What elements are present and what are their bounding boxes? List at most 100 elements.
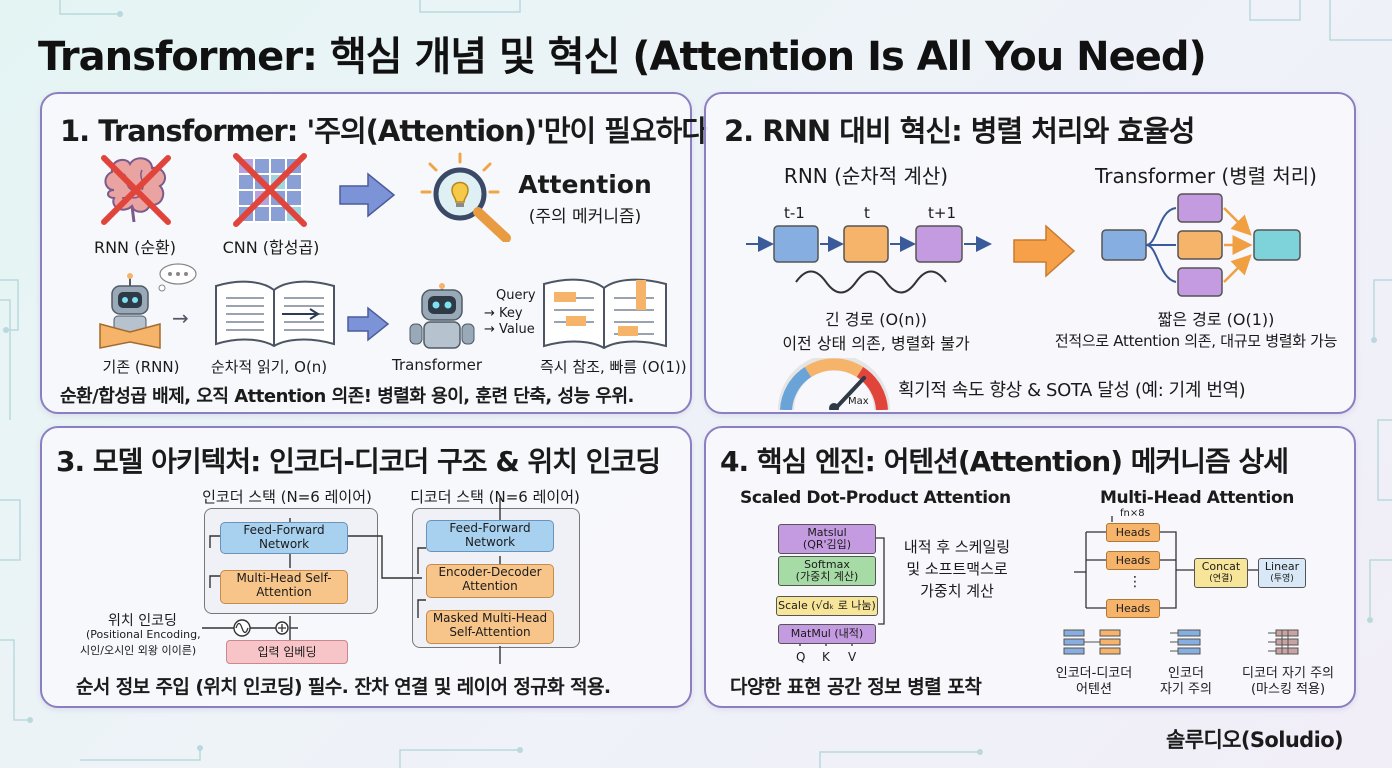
input-embedding: 입력 임베딩: [226, 640, 348, 664]
tf-caption-parallel: 전적으로 Attention 의존, 대규모 병렬화 가능: [1054, 332, 1338, 350]
panel3-summary: 순서 정보 주입 (위치 인코딩) 필수. 잔차 연결 및 레이어 정규화 적용…: [76, 676, 611, 698]
cnn-grid-icon: [233, 153, 307, 227]
parallel-diagram: [1101, 193, 1301, 297]
sequential-read-label: 순차적 읽기, O(n): [210, 358, 328, 376]
type-label-1a: 인코더-디코더: [1055, 666, 1133, 681]
panel-architecture: 3. 모델 아키텍처: 인코더-디코더 구조 & 위치 인코딩 인코더 스택 (…: [40, 426, 692, 708]
key-label: → Key: [484, 306, 523, 321]
encoder-stack-label: 인코더 스택 (N=6 레이어): [202, 488, 372, 506]
linear-label: Linear: [1264, 560, 1300, 573]
footer-brand: 솔루디오(Soludio): [1166, 728, 1344, 752]
sdp-note-1: 내적 후 스케일링: [903, 538, 1011, 556]
attention-book-icon: [543, 278, 667, 350]
sdp-block-sub: (QR'김입): [802, 538, 852, 551]
sdp-softmax: Softmax (가중치 계산): [778, 556, 876, 586]
instant-reference-label: 즉시 참조, 빠름 (O(1)): [540, 358, 687, 376]
time-label-curr: t: [864, 204, 870, 222]
concat-sub: (연결): [1209, 574, 1233, 584]
encoder-multi-head-attention: Multi-Head Self-Attention: [220, 570, 348, 604]
architecture-connectors: [202, 498, 501, 664]
sdp-input-v: V: [848, 650, 857, 664]
rnn-caption-path: 긴 경로 (O(n)): [824, 310, 928, 329]
robot-transformer-icon: [409, 283, 475, 349]
panel2-title: 2. RNN 대비 혁신: 병렬 처리와 효율성: [724, 114, 1195, 148]
sdp-input-q: Q: [796, 650, 806, 664]
rnn-label: RNN (순환): [93, 238, 177, 257]
sdp-input-k: K: [822, 650, 830, 664]
concat-label: Concat: [1201, 560, 1241, 573]
attention-title: Attention: [518, 170, 652, 199]
linear-block: Linear (투영): [1258, 558, 1306, 588]
sdp-block-sub: (가중치 계산): [795, 570, 859, 583]
gauge-max-label: Max: [848, 396, 869, 407]
type-label-3b: (마스킹 적용): [1250, 682, 1326, 697]
rnn-caption-dependency: 이전 상태 의존, 병렬화 불가: [782, 334, 970, 353]
open-book-icon: [215, 280, 335, 348]
tf-caption-path: 짧은 경로 (O(1)): [1157, 310, 1275, 329]
magnifier-bulb-icon: [420, 152, 511, 242]
positional-encoding-title: 위치 인코딩: [108, 613, 177, 629]
sdp-note-2: 및 소프트맥스로: [906, 560, 1008, 578]
sdp-matmul-bottom: MatMul (내적): [778, 624, 876, 644]
decoder-masked-attention-icon: [1268, 629, 1299, 655]
arrow-right-icon: [339, 172, 396, 218]
sdp-block-name: Matslul: [807, 526, 847, 539]
positional-encoding-sub1: (Positional Encoding,: [86, 628, 201, 641]
main-title: Transformer: 핵심 개념 및 혁신 (Attention Is Al…: [38, 34, 1207, 80]
speedometer-icon: [778, 358, 890, 410]
attention-head-1: Heads: [1106, 523, 1160, 542]
type-label-1b: 어텐션: [1076, 682, 1112, 697]
speed-summary: 획기적 속도 향상 & SOTA 달성 (예: 기계 번역): [898, 380, 1246, 401]
attention-head-n: Heads: [1106, 599, 1160, 618]
sdp-block-name: Softmax: [804, 558, 850, 571]
panel1-summary: 순환/합성곱 배제, 오직 Attention 의존! 병렬화 용이, 훈련 단…: [60, 386, 634, 407]
value-label: → Value: [484, 322, 535, 337]
rnn-heading: RNN (순차적 계산): [783, 164, 949, 188]
decoder-feed-forward: Feed-Forward Network: [426, 520, 554, 552]
query-label: Query: [496, 288, 536, 303]
encoder-self-attention-icon: [1170, 629, 1201, 655]
panel-transformer-intro: 1. Transformer: '주의(Attention)'만이 필요하다 R…: [40, 92, 708, 414]
positional-encoding-sub2: 시인/오시인 외왕 이이른): [80, 644, 197, 657]
panel3-title: 3. 모델 아키텍처: 인코더-디코더 구조 & 위치 인코딩: [56, 445, 661, 478]
arrow-right-icon-2: [347, 306, 390, 342]
cnn-label: CNN (합성곱): [222, 238, 320, 257]
transformer-robot-label: Transformer: [392, 356, 483, 374]
rnn-sequence-diagram: [746, 225, 992, 294]
panel-attention-engine: 4. 핵심 엔진: 어텐션(Attention) 메커니즘 상세 Scaled …: [704, 426, 1356, 708]
time-label-next: t+1: [928, 204, 956, 222]
type-label-3a: 디코더 자기 주의: [1242, 666, 1334, 681]
concat-block: Concat (연결): [1194, 558, 1248, 588]
panel-rnn-comparison: 2. RNN 대비 혁신: 병렬 처리와 효율성 RNN (순차적 계산) Tr…: [704, 92, 1356, 414]
sdp-scale: Scale (√dₖ 로 나눔): [776, 596, 878, 616]
decoder-stack-label: 디코더 스택 (N=6 레이어): [410, 488, 580, 506]
robot-reading-icon: [99, 263, 197, 349]
encoder-feed-forward: Feed-Forward Network: [220, 522, 348, 554]
sdp-block-name: MatMul (내적): [790, 627, 864, 640]
panel4-summary: 다양한 표현 공간 정보 병렬 포착: [730, 676, 982, 698]
brain-icon: [101, 155, 171, 225]
type-label-2b: 자기 주의: [1160, 682, 1212, 697]
heads-count-label: fn×8: [1120, 508, 1145, 519]
sdp-matmul-top: Matslul (QR'김입): [778, 524, 876, 554]
linear-sub: (투영): [1270, 574, 1294, 584]
heads-ellipsis: ⋮: [1128, 574, 1142, 590]
decoder-cross-attention: Encoder-Decoder Attention: [426, 564, 554, 598]
decoder-masked-attention: Masked Multi-Head Self-Attention: [426, 610, 554, 644]
panel1-title: 1. Transformer: '주의(Attention)'만이 필요하다: [60, 114, 708, 148]
sdp-note-3: 가중치 계산: [920, 582, 994, 600]
time-label-prev: t-1: [784, 204, 805, 222]
big-arrow-icon: [1013, 224, 1076, 278]
transformer-heading: Transformer (병렬 처리): [1095, 164, 1317, 188]
panel4-title: 4. 핵심 엔진: 어텐션(Attention) 메커니즘 상세: [720, 445, 1289, 478]
arrow-right-small-icon: →: [172, 306, 189, 330]
type-label-2a: 인코더: [1168, 666, 1204, 681]
sdp-title: Scaled Dot-Product Attention: [740, 488, 1011, 508]
sdp-block-name: Scale (√dₖ 로 나눔): [778, 599, 876, 612]
multi-head-title: Multi-Head Attention: [1100, 488, 1294, 508]
legacy-rnn-label: 기존 (RNN): [102, 358, 180, 376]
encoder-decoder-attention-icon: [1063, 629, 1121, 655]
attention-subtitle: (주의 메커니즘): [528, 207, 642, 227]
attention-head-2: Heads: [1106, 551, 1160, 570]
